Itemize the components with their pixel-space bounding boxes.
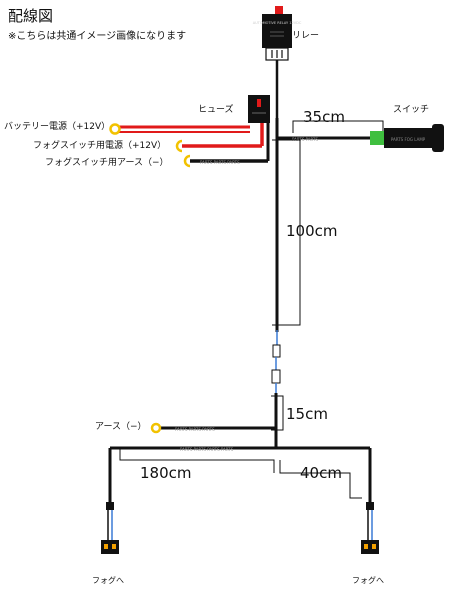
image-note: ※こちらは共通イメージ画像になります: [8, 31, 187, 42]
ground-label: アース（−）: [95, 422, 147, 432]
svg-text:PARTS PARTS PARTS: PARTS PARTS PARTS: [200, 160, 240, 165]
svg-text:PARTS PARTS PARTS PARTS: PARTS PARTS PARTS PARTS: [180, 447, 234, 452]
switch-body: [384, 128, 432, 148]
ground-terminal-icon: [150, 422, 162, 434]
fog-left-connector-icon: [101, 502, 119, 554]
battery-terminal-icon: [109, 123, 121, 135]
length-bracket-180cm: [119, 448, 275, 473]
battery-power-label: バッテリー電源（+12V）: [4, 122, 111, 132]
length-180cm: 180cm: [140, 464, 192, 482]
svg-text:PARTS PARTS PARTS: PARTS PARTS PARTS: [175, 427, 215, 432]
fuse-body: [248, 95, 270, 123]
fog-power-terminal-icon: [175, 139, 183, 153]
length-bracket-100cm: [272, 139, 301, 326]
fuse: [248, 95, 270, 123]
fog-right-connector-icon: [361, 502, 379, 554]
switch-label: スイッチ: [393, 105, 430, 115]
length-15cm: 15cm: [286, 405, 328, 423]
relay-label: リレー: [292, 31, 320, 41]
length-bracket-40cm: [279, 460, 362, 499]
battery-power-wire: [109, 123, 250, 135]
fuse-element: [257, 99, 261, 107]
relay-top-marker: [275, 6, 283, 14]
fog-switch-ground-wire: PARTS PARTS PARTS: [183, 123, 270, 168]
switch-connector: [370, 131, 384, 145]
connector-upper: [272, 344, 281, 358]
svg-text:PARTS FOG LAMP: PARTS FOG LAMP: [391, 137, 426, 142]
switch-wire: PARTS PARTS: [277, 136, 370, 142]
fog-left-label: フォグへ: [92, 576, 124, 585]
length-bracket-35cm: [292, 120, 384, 133]
length-100cm: 100cm: [286, 222, 338, 240]
switch-icon: PARTS FOG LAMP: [370, 124, 444, 152]
page-title: 配線図: [8, 7, 54, 25]
fuse-label: ヒューズ: [198, 105, 234, 115]
fog-ground-terminal-icon: [183, 154, 191, 168]
relay-body: [262, 14, 292, 48]
relay-marking: AUTOMOTIVE RELAY 12VDC: [253, 21, 302, 25]
fog-switch-ground-label: フォグスイッチ用アース（−）: [45, 158, 169, 168]
ground-wire: PARTS PARTS PARTS: [150, 422, 276, 434]
switch-bezel: [432, 124, 444, 152]
signal-connector: [271, 330, 281, 393]
fog-switch-power-wire: [175, 123, 264, 153]
connector-lower: [271, 369, 281, 384]
fog-right-label: フォグへ: [352, 576, 384, 585]
svg-text:PARTS PARTS: PARTS PARTS: [292, 137, 318, 142]
relay: AUTOMOTIVE RELAY 12VDC: [253, 6, 302, 61]
length-bracket-15cm: [271, 395, 284, 431]
fog-switch-power-label: フォグスイッチ用電源（+12V）: [33, 141, 167, 151]
